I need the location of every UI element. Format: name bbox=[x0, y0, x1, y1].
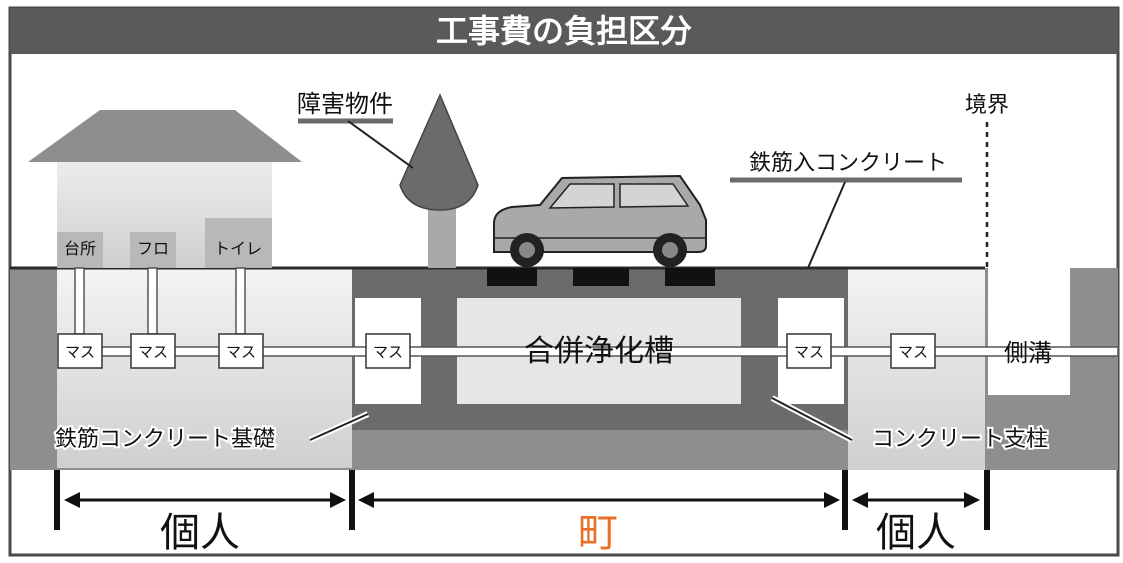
rc-foundation-leader bbox=[309, 413, 369, 441]
room-toilet-label: トイレ bbox=[214, 239, 262, 258]
mas-label: マス bbox=[898, 343, 928, 361]
left-span-label: 個人 bbox=[160, 510, 240, 556]
side-ditch-wall bbox=[988, 268, 1118, 470]
tree-crown-icon bbox=[399, 93, 479, 211]
septic-bottom bbox=[352, 430, 848, 470]
concrete-pillar-leader bbox=[771, 397, 853, 441]
rc-foundation-label: 鉄筋コンクリート基礎 bbox=[55, 427, 275, 452]
mas-label: マス bbox=[373, 343, 403, 361]
room-bath-label: フロ bbox=[137, 239, 169, 258]
mas-boxes bbox=[57, 333, 936, 369]
rc-concrete-label: 鉄筋入コンクリート bbox=[749, 151, 947, 176]
right-pit bbox=[848, 268, 988, 470]
slab-pad bbox=[665, 268, 715, 286]
slab-pad bbox=[487, 268, 537, 286]
room-kitchen-label: 台所 bbox=[64, 239, 96, 258]
mas-label: マス bbox=[138, 343, 168, 361]
tree-trunk bbox=[428, 205, 456, 268]
obstacle-label: 障害物件 bbox=[297, 90, 393, 118]
car-icon bbox=[493, 174, 707, 267]
center-span-label: 町 bbox=[578, 510, 618, 556]
septic-tank-label: 合併浄化槽 bbox=[524, 334, 674, 369]
span-markers bbox=[54, 470, 990, 530]
room-kitchen bbox=[57, 232, 103, 268]
mas-label: マス bbox=[794, 343, 824, 361]
right-span-label: 個人 bbox=[876, 510, 956, 556]
obstacle-leader bbox=[347, 120, 414, 169]
side-ditch-channel bbox=[988, 268, 1070, 395]
title-bar bbox=[10, 8, 1118, 54]
title: 工事費の負担区分 bbox=[436, 12, 692, 50]
slab-pad bbox=[573, 268, 629, 286]
house-roof bbox=[28, 110, 302, 162]
rc-foundation-pit bbox=[57, 268, 352, 468]
room-bath bbox=[130, 232, 176, 268]
span-arrows bbox=[64, 492, 980, 508]
side-ditch-label: 側溝 bbox=[1004, 339, 1052, 367]
mas-label: マス bbox=[226, 343, 256, 361]
rc-concrete-leader bbox=[807, 181, 846, 269]
mas-label: マス bbox=[65, 343, 95, 361]
room-toilet bbox=[205, 218, 272, 268]
boundary-label: 境界 bbox=[965, 93, 1009, 118]
concrete-pillar-label: コンクリート支柱 bbox=[872, 427, 1048, 452]
